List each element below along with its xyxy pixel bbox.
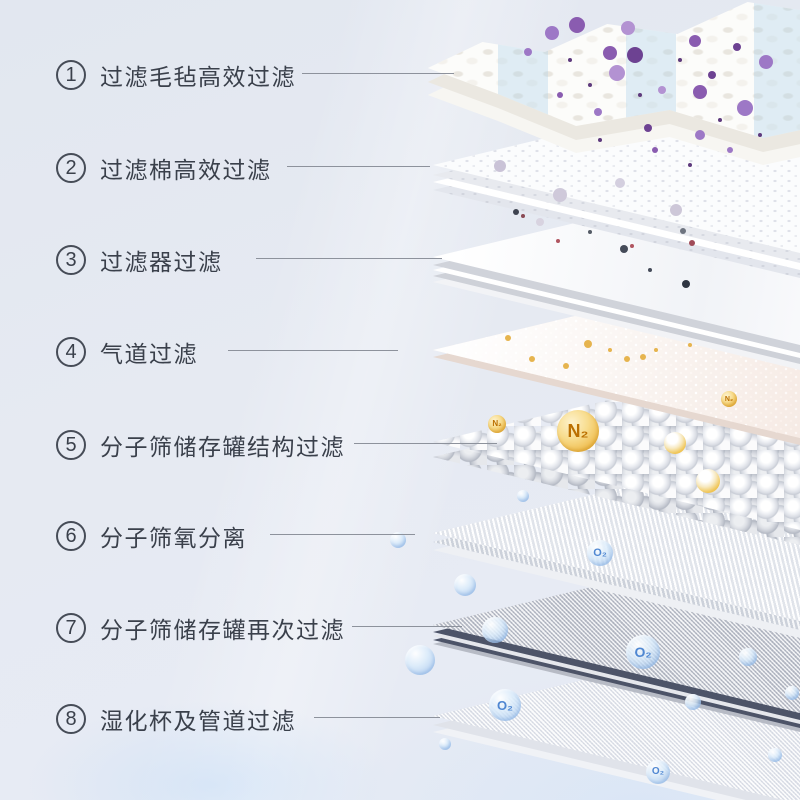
leader-line <box>352 626 462 628</box>
label-row-3: 3 过滤器过滤 <box>56 243 223 277</box>
layer-1-felt <box>420 0 800 188</box>
label-row-6: 6 分子筛氧分离 <box>56 519 247 553</box>
label-number-badge: 6 <box>56 521 86 551</box>
label-text: 分子筛氧分离 <box>100 525 247 551</box>
leader-line <box>287 166 430 168</box>
label-text: 分子筛储存罐再次过滤 <box>100 617 345 643</box>
label-number-badge: 4 <box>56 337 86 367</box>
label-row-4: 4 气道过滤 <box>56 335 198 369</box>
leader-line <box>302 73 454 75</box>
label-number-badge: 2 <box>56 153 86 183</box>
label-row-5: 5 分子筛储存罐结构过滤 <box>56 428 345 462</box>
label-text: 气道过滤 <box>100 341 198 367</box>
leader-line <box>228 350 398 352</box>
label-text: 过滤器过滤 <box>100 249 223 275</box>
label-text: 过滤毛毡高效过滤 <box>100 64 296 90</box>
label-text: 分子筛储存罐结构过滤 <box>100 434 345 460</box>
label-row-2: 2 过滤棉高效过滤 <box>56 151 272 185</box>
leader-line <box>314 717 440 719</box>
air-bubble-icon <box>405 645 435 675</box>
label-row-8: 8 湿化杯及管道过滤 <box>56 702 296 736</box>
label-row-7: 7 分子筛储存罐再次过滤 <box>56 611 345 645</box>
leader-line <box>270 534 415 536</box>
label-number-badge: 1 <box>56 60 86 90</box>
label-number-badge: 8 <box>56 704 86 734</box>
label-number-badge: 7 <box>56 613 86 643</box>
label-text: 湿化杯及管道过滤 <box>100 708 296 734</box>
label-number-badge: 5 <box>56 430 86 460</box>
label-text: 过滤棉高效过滤 <box>100 157 272 183</box>
label-row-1: 1 过滤毛毡高效过滤 <box>56 58 296 92</box>
label-number-badge: 3 <box>56 245 86 275</box>
leader-line <box>256 258 442 260</box>
leader-line <box>354 443 497 445</box>
